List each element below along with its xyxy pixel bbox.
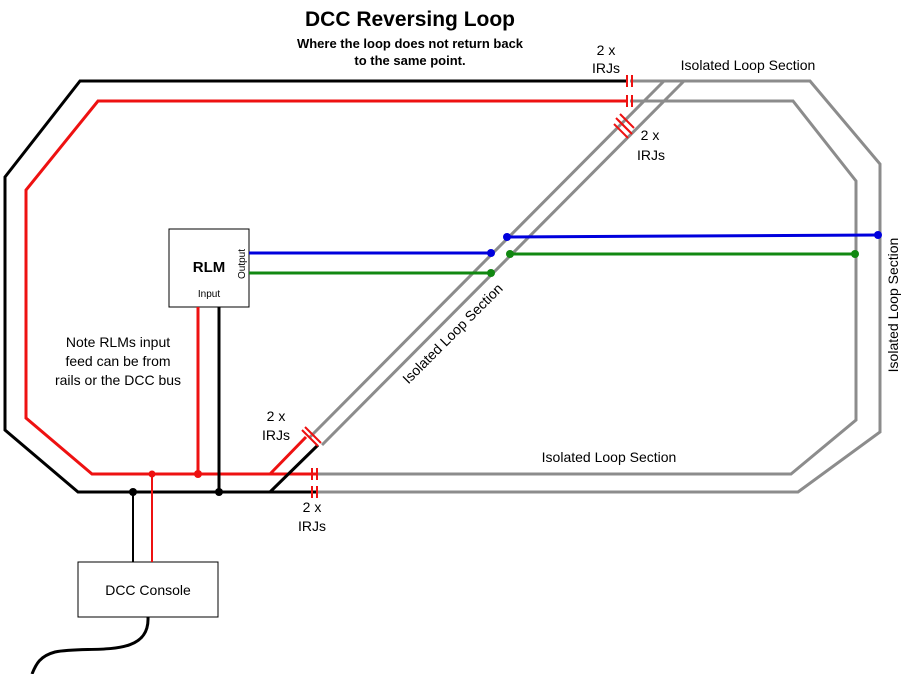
diagonal-black-rail (268, 443, 320, 494)
note-line3: rails or the DCC bus (55, 372, 181, 388)
outer-black-rail (3, 79, 628, 494)
irj-bottom-label-line2: IRJs (298, 518, 326, 534)
console-power-cable (30, 616, 150, 674)
diagonal-red-rail (268, 435, 308, 476)
note-line1: Note RLMs input (66, 334, 170, 350)
dot-blue-diag-left (487, 249, 495, 257)
irj-diag-top-label-line2: IRJs (637, 147, 665, 163)
irj-bottom-label-line1: 2 x (303, 499, 322, 515)
diagonal-gray-rail-upper (308, 79, 666, 439)
junction-dots (129, 231, 882, 496)
dot-green-diag-left (487, 269, 495, 277)
dot-green-right (851, 250, 859, 258)
irj-diag-bottom-label-line1: 2 x (267, 408, 286, 424)
irj-top-label-line1: 2 x (597, 42, 616, 58)
irj-top-junction (626, 75, 633, 107)
right-blue-feeder (506, 233, 879, 239)
inner-red-rail (24, 99, 628, 476)
dot-console-red (148, 470, 156, 478)
isolated-section-right-label: Isolated Loop Section (885, 238, 901, 373)
isolated-inner-gray-rail (316, 99, 858, 476)
isolated-section-bottom-label: Isolated Loop Section (542, 449, 677, 465)
dot-blue-right (874, 231, 882, 239)
rlm-box (168, 228, 250, 308)
diagram-subtitle-line1: Where the loop does not return back (297, 36, 524, 51)
diagram-title: DCC Reversing Loop (305, 8, 515, 31)
dcc-console-label: DCC Console (105, 582, 191, 598)
note-line2: feed can be from (65, 353, 170, 369)
irj-diagonal-top-junction (613, 113, 635, 139)
rlm-label: RLM (193, 259, 226, 276)
dot-console-black (129, 488, 137, 496)
dot-rlm-black (215, 488, 223, 496)
diagonal-gray-rail-lower (320, 79, 686, 447)
irj-top-label-line2: IRJs (592, 60, 620, 76)
irj-bottom-junction (311, 468, 318, 498)
irj-diag-top-label-line1: 2 x (641, 127, 660, 143)
dot-blue-diag-right (503, 233, 511, 241)
diagram-subtitle-line2: to the same point. (354, 53, 465, 68)
dot-green-diag-right (506, 250, 514, 258)
rlm-input-label: Input (198, 289, 220, 300)
dot-rlm-red (194, 470, 202, 478)
isolated-outer-gray-rail (316, 79, 882, 494)
irj-diagonal-bottom-junction (301, 426, 322, 447)
rlm-output-label: Output (237, 249, 248, 279)
isolated-section-diagonal-label: Isolated Loop Section (399, 280, 506, 387)
isolated-section-top-label: Isolated Loop Section (681, 57, 816, 73)
irj-diag-bottom-label-line2: IRJs (262, 427, 290, 443)
